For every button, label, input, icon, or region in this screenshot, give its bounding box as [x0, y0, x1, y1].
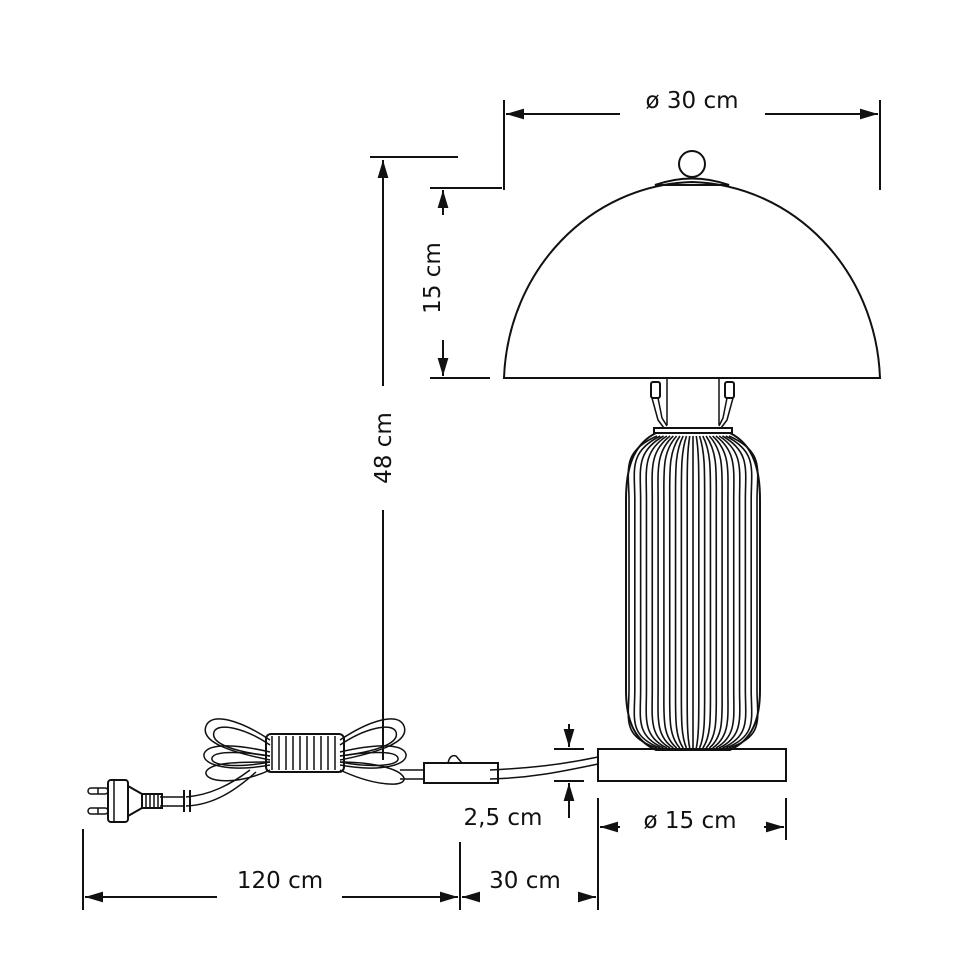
socket-brackets-icon	[650, 378, 735, 434]
base-height-label: 2,5 cm	[464, 805, 543, 831]
shade-diameter-dimension: ø 30 cm	[503, 88, 881, 190]
total-height-dimension: 48 cm	[370, 156, 458, 760]
lamp-base-icon	[597, 748, 787, 782]
ribbed-body-icon	[625, 432, 761, 751]
shade-diameter-label: ø 30 cm	[645, 88, 738, 114]
inline-switch-icon	[400, 754, 499, 784]
dome-shade-icon	[502, 180, 882, 379]
base-diameter-label: ø 15 cm	[643, 808, 736, 834]
euro-plug-icon	[87, 779, 191, 823]
cable-to-switch	[489, 756, 599, 780]
base-height-dimension: 2,5 cm	[464, 724, 584, 831]
base-diameter-dimension: ø 15 cm	[597, 798, 787, 910]
shade-height-label: 15 cm	[420, 242, 446, 314]
shade-height-dimension: 15 cm	[420, 187, 502, 379]
cable-length-label: 120 cm	[237, 868, 323, 894]
finial-icon	[678, 150, 706, 178]
cable-length-dimension: 120 cm 30 cm	[82, 829, 596, 910]
switch-distance-label: 30 cm	[489, 868, 561, 894]
cable-coil-icon	[185, 718, 407, 807]
lamp-shade	[502, 150, 882, 379]
total-height-label: 48 cm	[371, 412, 397, 484]
